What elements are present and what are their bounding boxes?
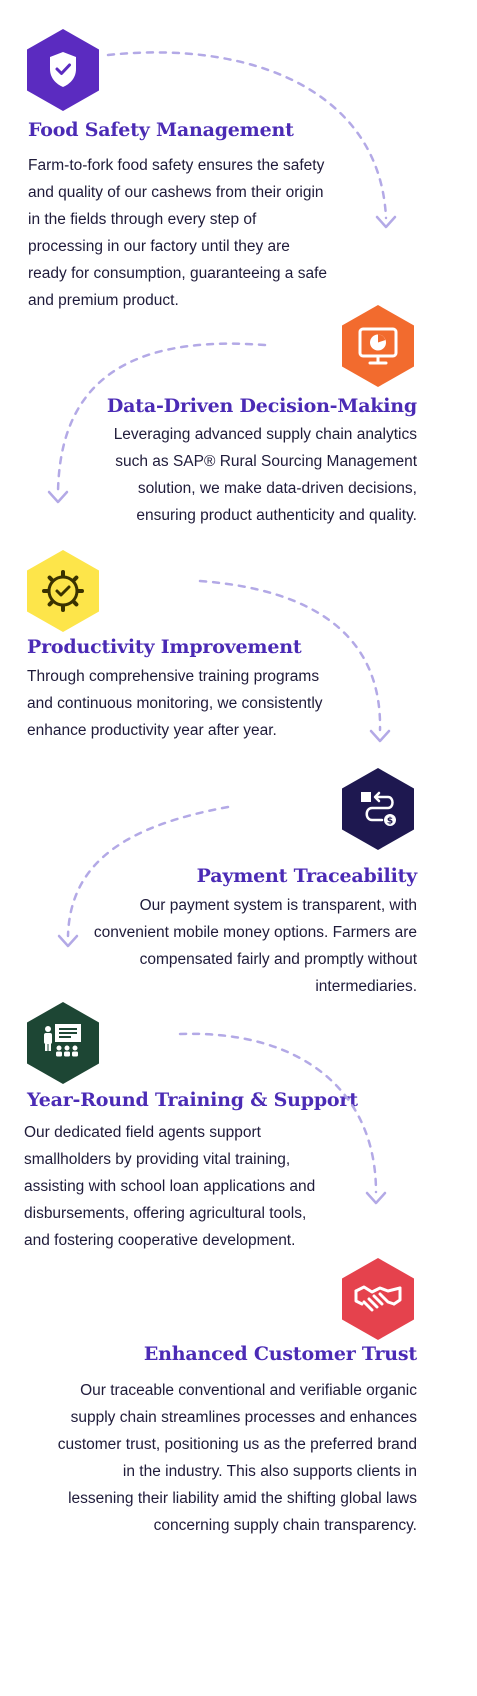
curved-arrow	[57, 805, 230, 948]
feature-description: Our dedicated field agents support small…	[24, 1124, 316, 1249]
feature-title: Data-Driven Decision-Making	[106, 395, 417, 417]
curved-arrow	[198, 579, 391, 743]
feature-title: Enhanced Customer Trust	[143, 1343, 417, 1365]
payment-route-icon: $	[342, 768, 414, 850]
shield-check-icon	[27, 29, 99, 111]
curved-arrow	[47, 342, 267, 504]
feature-title: Payment Traceability	[196, 865, 418, 887]
analytics-monitor-icon	[342, 305, 414, 387]
feature-description: Our payment system is transparent, with …	[93, 897, 417, 995]
feature-description: Our traceable conventional and verifiabl…	[57, 1382, 417, 1534]
curved-arrow	[178, 1032, 387, 1205]
feature-description: Leveraging advanced supply chain analyti…	[113, 426, 417, 524]
feature-title: Year-Round Training & Support	[27, 1089, 358, 1111]
svg-text:$: $	[387, 817, 393, 827]
handshake-icon	[342, 1258, 414, 1340]
feature-description: Farm-to-fork food safety ensures the saf…	[28, 157, 327, 309]
curved-arrow	[106, 51, 397, 229]
feature-description: Through comprehensive training programs …	[27, 668, 323, 739]
feature-title: Food Safety Management	[28, 119, 294, 141]
training-presentation-icon	[27, 1002, 99, 1084]
gear-check-icon	[27, 550, 99, 632]
feature-title: Productivity Improvement	[27, 636, 302, 658]
